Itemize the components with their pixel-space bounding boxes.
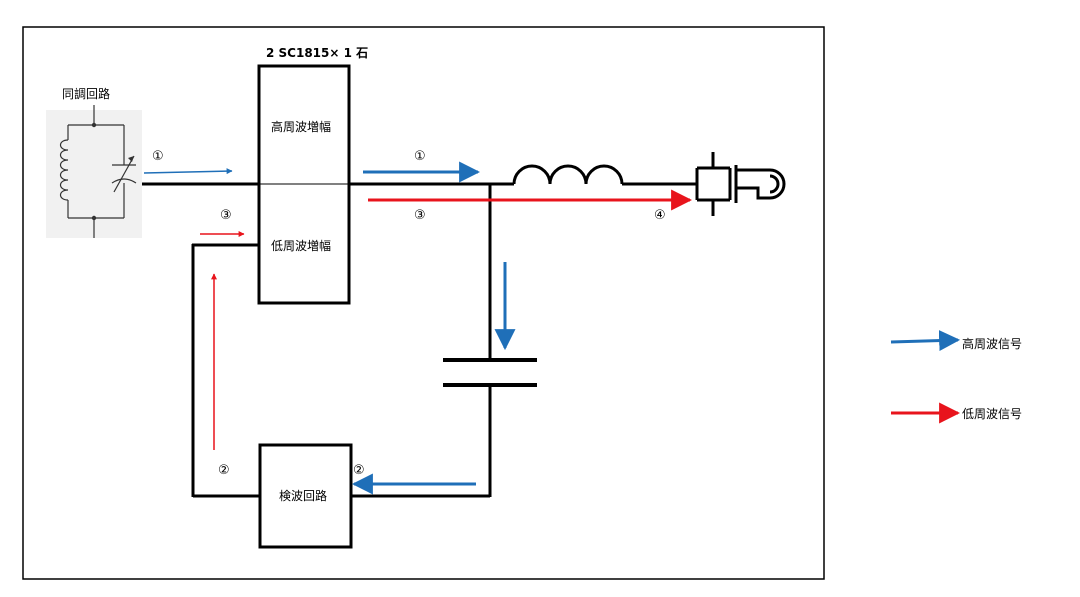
marker-af-feedback: ③ xyxy=(220,208,232,223)
legend-af-label: 低周波信号 xyxy=(962,407,1022,421)
legend-rf-label: 高周波信号 xyxy=(962,336,1022,351)
detector-block xyxy=(258,443,353,549)
detector-label: 検波回路 xyxy=(279,488,327,503)
tuning-circuit: 同調回路 xyxy=(46,86,142,238)
af-amp-label: 低周波増幅 xyxy=(271,238,331,253)
marker-detector-in: ② xyxy=(353,463,365,478)
tuning-circuit-label: 同調回路 xyxy=(62,86,110,101)
capacitor-icon xyxy=(443,358,537,387)
rf-amp-label: 高周波増幅 xyxy=(271,119,331,134)
variable-capacitor-icon xyxy=(111,155,137,218)
marker-af-output: ③ xyxy=(414,208,426,223)
marker-rf-input: ① xyxy=(152,149,164,164)
rf-input-arrow xyxy=(143,168,233,175)
transistor-label: 2 SC1815× 1 石 xyxy=(266,46,368,60)
legend-rf-arrow xyxy=(890,330,961,352)
earphone-icon xyxy=(692,152,786,216)
inductor-icon xyxy=(512,164,624,185)
marker-earphone: ④ xyxy=(654,208,666,223)
diagram-frame xyxy=(22,26,825,580)
legend: 高周波信号 低周波信号 xyxy=(890,330,1022,424)
marker-detector-out: ② xyxy=(218,463,230,478)
coil-icon xyxy=(59,139,69,201)
marker-rf-output: ① xyxy=(414,149,426,164)
